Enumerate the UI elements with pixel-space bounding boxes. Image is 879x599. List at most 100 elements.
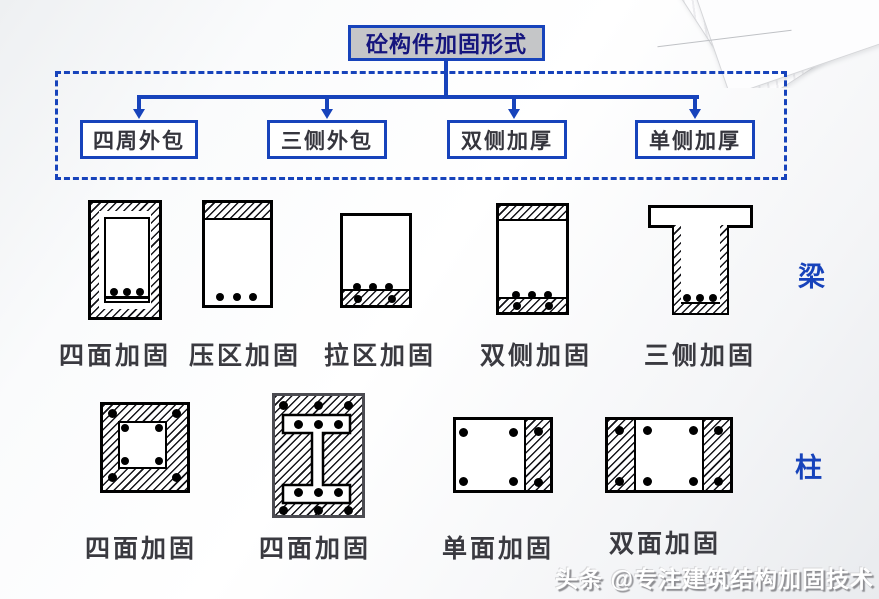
rebar-dot bbox=[459, 428, 468, 437]
rebar-dot bbox=[689, 426, 698, 435]
t-beam-web-core bbox=[681, 225, 720, 304]
rebar-dot bbox=[344, 506, 353, 515]
rebar-dot bbox=[294, 420, 303, 429]
rebar-dot bbox=[334, 420, 343, 429]
rebar-dot bbox=[294, 488, 303, 497]
rebar-dot bbox=[615, 477, 624, 486]
rebar-dot bbox=[354, 295, 362, 303]
beam-section-compression-zone bbox=[202, 200, 273, 308]
rebar-dot bbox=[683, 294, 691, 302]
rebar-dot bbox=[353, 283, 361, 291]
rebar-dot bbox=[136, 288, 144, 296]
column-section-i-shape-four-side bbox=[272, 393, 365, 518]
rebar-dot bbox=[385, 283, 393, 291]
beam-section-four-side bbox=[88, 200, 162, 320]
i-shape-core bbox=[281, 413, 352, 505]
rebar-dot bbox=[172, 473, 181, 482]
new-concrete-strip-top bbox=[499, 206, 566, 221]
arrow-down-icon bbox=[321, 109, 333, 119]
rebar-dot bbox=[108, 409, 117, 418]
column-label-4: 双面加固 bbox=[608, 530, 721, 558]
rebar-dot bbox=[369, 283, 377, 291]
beam-label-3: 拉区加固 bbox=[323, 342, 436, 370]
branch-box-wrap-three-sides: 三侧外包 bbox=[267, 120, 387, 159]
arrow-down-icon bbox=[133, 109, 145, 119]
rebar-dot bbox=[689, 477, 698, 486]
rebar-dot bbox=[509, 428, 518, 437]
rebar-dot bbox=[279, 401, 288, 410]
rebar-dot bbox=[459, 477, 468, 486]
branch-stub-3 bbox=[512, 98, 516, 110]
rebar-dot bbox=[121, 457, 129, 465]
rebar-dot bbox=[512, 291, 520, 299]
column-section-double-face bbox=[605, 417, 733, 493]
branch-box-thicken-two-sides: 双侧加厚 bbox=[447, 120, 567, 159]
branch-label: 双侧加厚 bbox=[461, 129, 553, 153]
watermark-text: 头条 @专注建筑结构加固技术 bbox=[555, 566, 874, 592]
column-label-2: 四面加固 bbox=[258, 535, 371, 563]
rebar-line bbox=[106, 296, 148, 299]
rebar-dot bbox=[216, 293, 224, 301]
flowchart-root-box: 砼构件加固形式 bbox=[348, 25, 545, 61]
beam-label-2: 压区加固 bbox=[188, 342, 301, 370]
branch-stub-1 bbox=[137, 98, 141, 110]
rebar-dot bbox=[696, 294, 704, 302]
rebar-dot bbox=[155, 457, 163, 465]
flowchart-root-label: 砼构件加固形式 bbox=[365, 32, 527, 57]
rebar-dot bbox=[513, 302, 521, 310]
column-section-single-face bbox=[453, 417, 553, 493]
rebar-dot bbox=[172, 409, 181, 418]
root-connector-line bbox=[444, 60, 448, 97]
rebar-dot bbox=[108, 473, 117, 482]
beam-label-5: 三侧加固 bbox=[643, 342, 756, 370]
rebar-dot bbox=[279, 506, 288, 515]
beam-section-two-side bbox=[496, 203, 569, 315]
branch-stub-4 bbox=[693, 98, 697, 110]
branch-box-wrap-four-sides: 四周外包 bbox=[80, 120, 198, 159]
rebar-dot bbox=[314, 506, 323, 515]
rebar-dot bbox=[534, 427, 543, 436]
rebar-dot bbox=[509, 477, 518, 486]
new-concrete-strip-bottom bbox=[343, 289, 409, 305]
new-concrete-strip-bottom bbox=[499, 297, 566, 312]
branch-stub-2 bbox=[325, 98, 329, 110]
dashed-group-frame bbox=[55, 71, 787, 180]
arrow-down-icon bbox=[689, 109, 701, 119]
branch-horizontal-line bbox=[137, 95, 699, 99]
rebar-dot bbox=[528, 291, 536, 299]
rebar-dot bbox=[643, 477, 652, 486]
rebar-dot bbox=[544, 291, 552, 299]
beam-row-side-label: 梁 bbox=[798, 262, 826, 292]
rebar-dot bbox=[714, 426, 723, 435]
rebar-dot bbox=[123, 288, 131, 296]
column-label-3: 单面加固 bbox=[441, 535, 554, 563]
rebar-dot bbox=[314, 420, 323, 429]
rebar-dot bbox=[388, 295, 396, 303]
rebar-dot bbox=[110, 288, 118, 296]
column-section-four-side bbox=[100, 402, 190, 493]
rebar-dot bbox=[155, 424, 163, 432]
rebar-dot bbox=[334, 488, 343, 497]
arrow-down-icon bbox=[508, 109, 520, 119]
branch-label: 单侧加厚 bbox=[649, 129, 741, 153]
rebar-dot bbox=[344, 401, 353, 410]
original-column-core bbox=[118, 421, 167, 469]
rebar-dot bbox=[121, 424, 129, 432]
rebar-dot bbox=[643, 426, 652, 435]
rebar-dot bbox=[714, 477, 723, 486]
rebar-line bbox=[681, 301, 720, 304]
branch-label: 三侧外包 bbox=[281, 129, 373, 153]
column-row-side-label: 柱 bbox=[795, 453, 823, 483]
branch-box-thicken-one-side: 单侧加厚 bbox=[635, 120, 755, 159]
beam-label-4: 双侧加固 bbox=[479, 342, 592, 370]
original-beam-core bbox=[104, 217, 150, 303]
rebar-dot bbox=[233, 293, 241, 301]
rebar-dot bbox=[534, 478, 543, 487]
branch-label: 四周外包 bbox=[93, 129, 185, 153]
rebar-dot bbox=[545, 302, 553, 310]
rebar-dot bbox=[249, 293, 257, 301]
column-label-1: 四面加固 bbox=[84, 535, 197, 563]
new-concrete-strip-top bbox=[205, 203, 270, 220]
beam-section-tension-zone bbox=[340, 213, 412, 308]
rebar-dot bbox=[314, 401, 323, 410]
